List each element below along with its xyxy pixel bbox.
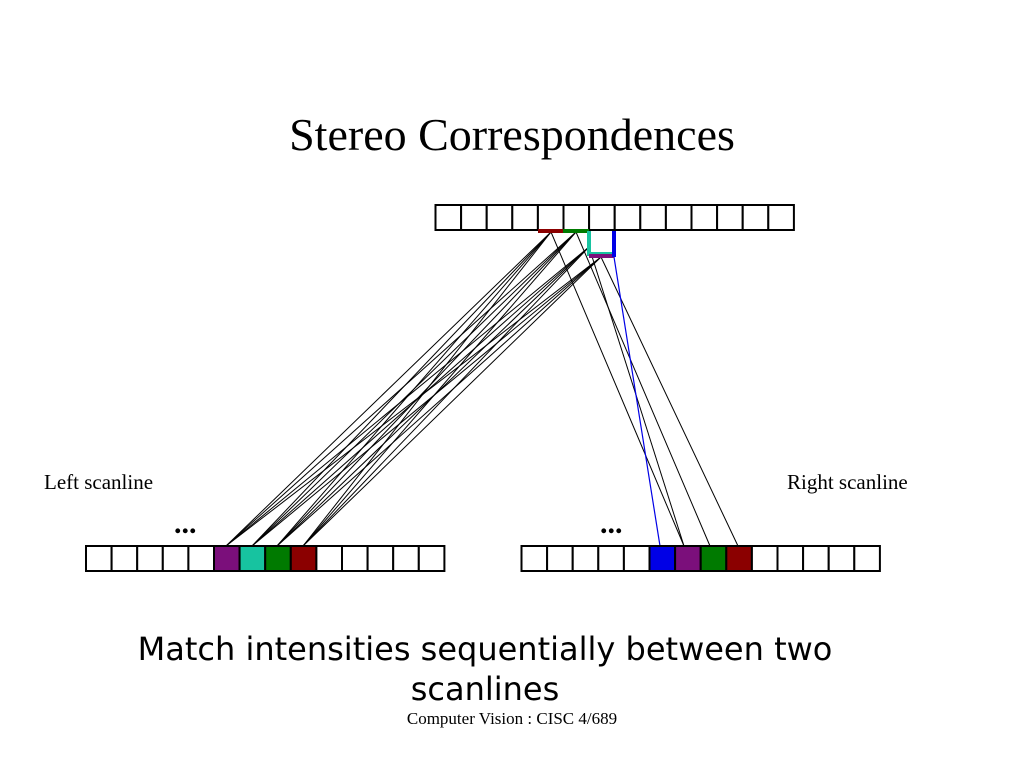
left-scanline-cell-6 [213,545,241,572]
line-top-4-to-left-3 [276,256,602,547]
right-scanline-cell-3 [571,545,600,572]
line-top-3-to-left-4 [302,246,590,547]
line-top-4-to-left-4 [302,256,602,547]
top-scanline-cell-11 [690,204,719,231]
right-scanline-cell-9 [725,545,753,572]
top-scanline-cell-7 [588,204,616,231]
top-scanline-cell-5 [536,204,565,231]
left-scanline-cell-14 [417,545,446,572]
top-scanline-cell-10 [664,204,693,231]
bracket-teal [587,231,614,256]
correspondence-lines [225,231,739,547]
left-scanline-cell-1 [85,545,113,572]
top-scanline-cell-3 [485,204,514,231]
left-scanline-cell-5 [187,545,215,572]
line-top-3-to-right [600,256,739,547]
line-top-4-to-left-2 [251,256,602,547]
left-scanline-cell-10 [315,545,343,572]
top-scanline-cell-2 [460,204,488,231]
line-top-2-to-left-4 [302,231,577,547]
line-top-2-to-left-1 [225,231,577,547]
right-scanline-cell-7 [674,545,702,572]
line-top-2-to-left-2 [251,231,577,547]
left-scanline-cell-8 [264,545,292,572]
right-ellipsis: ... [600,507,623,540]
caption: Match intensities sequentially between t… [137,630,833,708]
slide-title: Stereo Correspondences [289,109,735,160]
left-scanline-cell-11 [341,545,369,572]
left-scanline-cell-12 [366,545,395,572]
left-scanline-label: Left scanline [44,470,154,494]
line-top-2-to-left-3 [276,231,577,547]
line-top-1-to-right [550,231,685,547]
right-scanline-label: Right scanline [787,470,908,494]
top-scanline-cell-9 [639,204,667,231]
right-scanline-cell-11 [776,545,805,572]
right-scanline-cell-8 [699,545,728,572]
right-scanline-cell-6 [648,545,677,572]
top-scanline-brackets [538,229,616,258]
right-scanline-cell-14 [853,545,881,572]
left-scanline-cell-3 [136,545,164,572]
right-scanline [520,545,881,572]
left-scanline-cell-9 [289,545,318,572]
right-scanline-cell-4 [597,545,625,572]
left-scanline-cell-13 [392,545,420,572]
top-scanline-cell-13 [741,204,770,231]
footer: Computer Vision : CISC 4/689 [406,709,618,728]
right-scanline-cell-5 [622,545,651,572]
line-top-3-to-left-1 [225,246,590,547]
left-scanline-cell-4 [161,545,190,572]
line-blue-to-right [613,256,661,547]
left-ellipsis: ... [174,507,197,540]
top-scanline [434,204,795,231]
right-scanline-cell-10 [750,545,779,572]
left-scanline [85,545,446,572]
right-scanline-cell-13 [827,545,856,572]
top-scanline-cell-1 [434,204,463,231]
right-scanline-cell-2 [546,545,574,572]
right-scanline-cell-1 [520,545,549,572]
top-scanline-cell-6 [562,204,591,231]
line-top-4-to-left-1 [225,256,602,547]
right-scanline-cell-12 [802,545,830,572]
left-scanline-cell-2 [110,545,139,572]
left-scanline-cell-7 [238,545,267,572]
line-top-1-to-left-1 [225,231,552,547]
top-scanline-cell-14 [767,204,795,231]
top-scanline-cell-4 [511,204,539,231]
top-scanline-cell-12 [716,204,744,231]
line-top-2-to-right [575,231,711,547]
top-scanline-cell-8 [613,204,642,231]
